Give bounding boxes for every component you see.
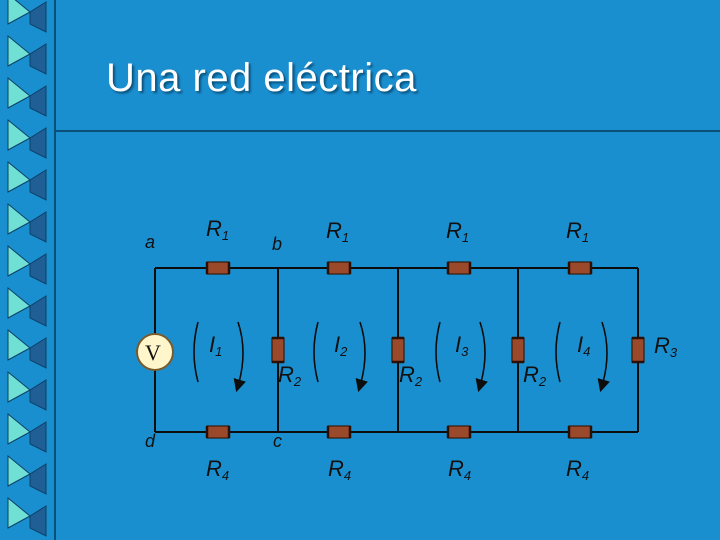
resistor-r1 xyxy=(327,261,351,275)
mesh-current-arc-right xyxy=(233,321,246,393)
binding-tab-light xyxy=(7,160,31,193)
binding-tab-dark xyxy=(29,85,47,117)
resistor-r2-label: R2 xyxy=(523,362,547,389)
binding-tab-light xyxy=(7,34,31,67)
binding-tab-dark xyxy=(29,505,47,537)
binding-tab-light xyxy=(7,202,31,235)
node-d-label: d xyxy=(145,431,156,451)
resistor-r1-label: R1 xyxy=(446,218,470,245)
binding-tab-light xyxy=(7,286,31,319)
binding-tab-light xyxy=(7,0,31,25)
mesh-current-arc-left xyxy=(435,321,441,383)
voltage-source-label: V xyxy=(145,340,161,365)
binding-tab-light xyxy=(7,76,31,109)
resistor-r1-label: R1 xyxy=(326,218,350,245)
binding-tab-light xyxy=(7,496,31,529)
binding-strip xyxy=(0,0,54,540)
binding-tab-dark xyxy=(29,1,47,33)
current-i1-label: I1 xyxy=(209,332,223,359)
voltage-source xyxy=(136,333,174,371)
binding-tab-dark xyxy=(29,211,47,243)
binding-tab-dark xyxy=(29,295,47,327)
node-b-label: b xyxy=(272,234,283,254)
binding-tab-light xyxy=(7,412,31,445)
mesh-current-arc-right xyxy=(475,321,488,393)
binding-tab-light xyxy=(7,370,31,403)
resistor-r2-label: R2 xyxy=(278,362,302,389)
current-i4-label: I4 xyxy=(577,332,591,359)
resistor-r4-label: R4 xyxy=(566,456,590,483)
binding-tab-dark xyxy=(29,43,47,75)
current-i3-label: I3 xyxy=(455,332,469,359)
resistor-r4 xyxy=(447,425,471,439)
binding-tab-light xyxy=(7,118,31,151)
resistor-r2 xyxy=(391,337,405,363)
binding-tab-dark xyxy=(29,127,47,159)
binding-tab-dark xyxy=(29,337,47,369)
binding-tab-light xyxy=(7,454,31,487)
resistor-r1 xyxy=(568,261,592,275)
binding-tab-light xyxy=(7,328,31,361)
horizontal-rule xyxy=(54,130,720,132)
binding-tab-dark xyxy=(29,169,47,201)
mesh-current-arc-right xyxy=(355,321,368,393)
mesh-current-arc-left xyxy=(555,321,561,383)
resistor-r1-label: R1 xyxy=(206,216,230,243)
resistor-r4 xyxy=(568,425,592,439)
node-c-label: c xyxy=(273,431,282,451)
resistor-r1 xyxy=(447,261,471,275)
resistor-r4 xyxy=(206,425,230,439)
resistor-r4-label: R4 xyxy=(206,456,230,483)
resistor-r4-label: R4 xyxy=(448,456,472,483)
mesh-current-arc-right xyxy=(597,321,610,393)
binding-tab-dark xyxy=(29,463,47,495)
resistor-r1-label: R1 xyxy=(566,218,590,245)
slide-title: Una red eléctrica xyxy=(106,56,417,100)
resistor-r2 xyxy=(511,337,525,363)
resistor-r4 xyxy=(327,425,351,439)
mesh-current-arc-left xyxy=(313,321,319,383)
resistor-r2 xyxy=(271,337,285,363)
resistor-r1 xyxy=(206,261,230,275)
binding-tab-dark xyxy=(29,379,47,411)
resistor-r3 xyxy=(631,337,645,363)
resistor-r3-label: R3 xyxy=(654,333,678,360)
node-a-label: a xyxy=(145,232,156,252)
binding-tab-dark xyxy=(29,421,47,453)
binding-tab-dark xyxy=(29,253,47,285)
binding-tab-light xyxy=(7,244,31,277)
mesh-current-arc-left xyxy=(193,321,199,383)
vertical-rule xyxy=(54,0,56,540)
resistor-r4-label: R4 xyxy=(328,456,352,483)
resistor-r2-label: R2 xyxy=(399,362,423,389)
current-i2-label: I2 xyxy=(334,332,348,359)
